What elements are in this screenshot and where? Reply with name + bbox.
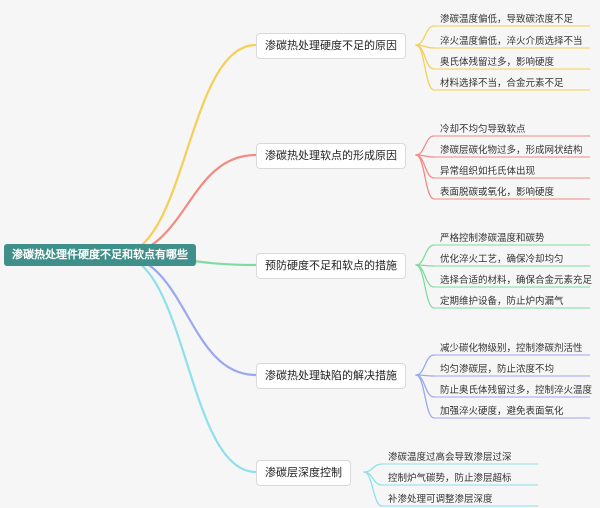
root-branch-link — [116, 253, 258, 377]
root-branch-link — [116, 43, 258, 257]
leaf-node[interactable]: 定期维护设备，防止炉内漏气 — [440, 296, 564, 307]
branch-leaf-link — [415, 25, 435, 46]
branch-leaf-link — [363, 471, 383, 507]
leaf-node[interactable]: 补渗处理可调整渗层深度 — [388, 494, 493, 505]
branch-node[interactable]: 渗碳热处理软点的形成原因 — [256, 143, 406, 169]
leaf-node[interactable]: 均匀渗碳层，防止浓度不均 — [440, 364, 555, 375]
leaf-node[interactable]: 严格控制渗碳温度和碳势 — [440, 233, 545, 244]
root-node[interactable]: 渗碳热处理件硬度不足和软点有哪些 — [4, 244, 196, 266]
leaf-node[interactable]: 选择合适的材料，确保合金元素充足 — [440, 275, 593, 286]
branch-leaf-link — [415, 135, 435, 156]
leaf-node[interactable]: 减少碳化物级别，控制渗碳剂活性 — [440, 343, 583, 354]
branch-leaf-link — [415, 354, 435, 376]
leaf-node[interactable]: 表面脱碳或氧化，影响硬度 — [440, 187, 555, 198]
branch-leaf-link — [363, 463, 383, 473]
branch-node[interactable]: 预防硬度不足和软点的措施 — [256, 253, 406, 279]
leaf-node[interactable]: 防止奥氏体残留过多，控制淬火温度 — [440, 385, 593, 396]
leaf-node[interactable]: 优化淬火工艺，确保冷却均匀 — [440, 254, 564, 265]
leaf-node[interactable]: 渗碳温度偏低，导致碳浓度不足 — [440, 14, 574, 25]
root-branch-link — [116, 253, 258, 474]
leaf-node[interactable]: 渗碳温度过高会导致渗层过深 — [388, 452, 512, 463]
leaf-node[interactable]: 异常组织如托氏体出现 — [440, 166, 536, 177]
branch-node[interactable]: 渗碳热处理硬度不足的原因 — [256, 33, 406, 59]
leaf-node[interactable]: 控制炉气碳势，防止渗层超标 — [388, 473, 512, 484]
root-branch-link — [116, 153, 258, 257]
leaf-node[interactable]: 冷却不均匀导致软点 — [440, 124, 526, 135]
leaf-node[interactable]: 淬火温度偏低，淬火介质选择不当 — [440, 36, 583, 47]
leaf-node[interactable]: 加强淬火硬度，避免表面氧化 — [440, 406, 564, 417]
branch-leaf-link — [415, 244, 435, 266]
leaf-node[interactable]: 渗碳层碳化物过多，形成网状结构 — [440, 145, 583, 156]
branch-leaf-link — [415, 374, 435, 419]
leaf-node[interactable]: 奥氏体残留过多，影响硬度 — [440, 57, 555, 68]
leaf-node[interactable]: 材料选择不当，合金元素不足 — [440, 78, 564, 89]
branch-leaf-link — [415, 264, 435, 309]
branch-node[interactable]: 渗碳热处理缺陷的解决措施 — [256, 363, 406, 389]
branch-node[interactable]: 渗碳层深度控制 — [256, 460, 351, 486]
branch-leaf-link — [415, 154, 435, 200]
branch-leaf-link — [415, 44, 435, 91]
